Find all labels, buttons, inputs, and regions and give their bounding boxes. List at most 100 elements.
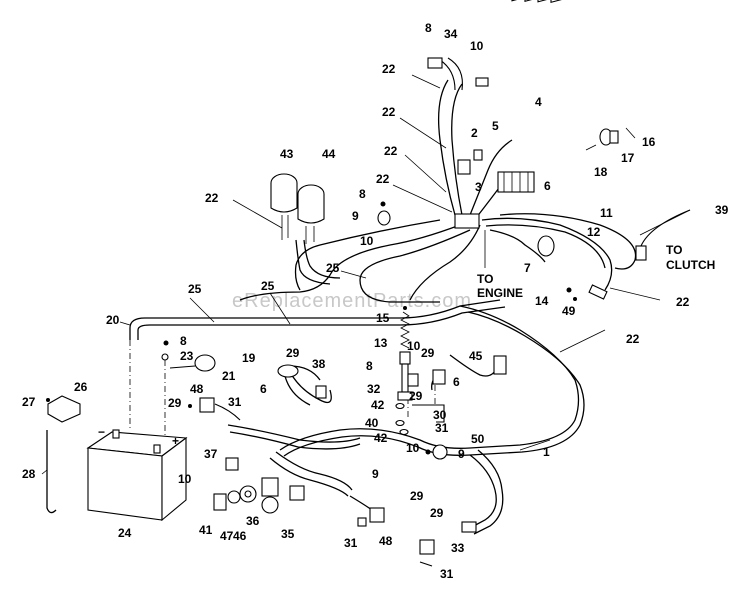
- part-number-p6c: 6: [260, 382, 267, 396]
- connector-3: [457, 159, 471, 175]
- connector-48b: [357, 507, 385, 527]
- part-number-p11: 11: [600, 206, 613, 220]
- part-number-p29d: 29: [409, 389, 423, 403]
- part-number-p22d: 22: [376, 172, 390, 186]
- part-number-p13: 13: [374, 336, 388, 350]
- part-number-p29f: 29: [430, 506, 444, 520]
- connector-48a: [188, 397, 215, 413]
- part-number-p46: 46: [233, 529, 247, 543]
- part-number-p25c: 25: [261, 279, 275, 293]
- part-number-p26: 26: [74, 380, 88, 394]
- part-number-p25b: 25: [188, 282, 202, 296]
- part-number-p8a: 8: [425, 21, 432, 35]
- part-number-p2: 2: [471, 126, 478, 140]
- part-number-p22a: 22: [382, 62, 396, 76]
- part-number-p9b: 9: [458, 447, 465, 461]
- to-engine-label-line1: TO: [477, 272, 493, 286]
- solenoid-21: [161, 340, 216, 372]
- part-number-p4: 4: [535, 95, 542, 109]
- part-number-p50: 50: [471, 432, 485, 446]
- part-number-p9c: 9: [372, 467, 379, 481]
- part-number-p33: 33: [451, 541, 465, 555]
- part-number-p8b: 8: [359, 187, 366, 201]
- gauge-43: [270, 173, 298, 240]
- part-number-p10b: 10: [360, 234, 374, 248]
- part-number-p27: 27: [22, 395, 36, 409]
- part-number-p21: 21: [222, 369, 236, 383]
- fuse-block-6: [497, 171, 535, 193]
- key-switch-cluster: [213, 477, 305, 514]
- part-number-p24: 24: [118, 526, 132, 540]
- connector-33: [419, 521, 477, 567]
- clamp-9b: [425, 444, 448, 460]
- part-number-p22g: 22: [626, 332, 640, 346]
- part-number-p3: 3: [475, 180, 482, 194]
- part-number-p18: 18: [594, 165, 608, 179]
- clamp-9a: [377, 201, 391, 226]
- part-number-p42b: 42: [374, 431, 388, 445]
- part-number-p41: 41: [199, 523, 213, 537]
- part-number-p36: 36: [246, 514, 260, 528]
- to-engine-label-line2: ENGINE: [477, 286, 523, 300]
- part-number-p31b: 31: [435, 421, 449, 435]
- part-number-p35: 35: [281, 527, 295, 541]
- part-number-p29a: 29: [286, 346, 300, 360]
- connector-34: [427, 57, 489, 87]
- part-number-p29c: 29: [168, 396, 182, 410]
- relay-cluster-4: [511, 0, 564, 4]
- part-number-p30: 30: [433, 408, 447, 422]
- part-number-p8c: 8: [180, 334, 187, 348]
- part-number-p20: 20: [106, 313, 120, 327]
- part-number-p44: 44: [322, 147, 336, 161]
- connector-7: [537, 235, 555, 257]
- washers-40-42: [395, 402, 409, 436]
- switch-17: [585, 128, 619, 151]
- watermark: eReplacementParts.com: [232, 290, 472, 312]
- spring-15: [400, 306, 410, 349]
- part-number-p19: 19: [242, 351, 256, 365]
- connector-14-49: [566, 284, 608, 301]
- part-number-p29b: 29: [421, 346, 435, 360]
- clutch-connector: [635, 209, 691, 261]
- part-number-p31a: 31: [228, 395, 242, 409]
- to-clutch-label-line2: CLUTCH: [666, 258, 715, 272]
- part-number-p40: 40: [365, 416, 379, 430]
- part-number-p39: 39: [715, 203, 729, 217]
- part-number-p48b: 48: [379, 534, 393, 548]
- to-clutch-label-line1: TO: [666, 243, 682, 257]
- svg-text:−: −: [98, 425, 105, 439]
- part-number-p32: 32: [367, 382, 381, 396]
- connector-45: [493, 355, 507, 375]
- part-number-p25a: 25: [326, 261, 340, 275]
- part-number-p10a: 10: [470, 39, 484, 53]
- connector-2: [473, 149, 483, 161]
- part-number-p48a: 48: [190, 382, 204, 396]
- switch-37: [225, 457, 239, 471]
- rod-28: [46, 430, 57, 514]
- switch-38: [277, 364, 327, 399]
- svg-text:+: +: [172, 434, 179, 448]
- part-number-p10e: 10: [178, 472, 192, 486]
- part-number-p22e: 22: [205, 191, 219, 205]
- part-number-p14: 14: [535, 294, 549, 308]
- gauge-44: [297, 184, 325, 244]
- part-number-p28: 28: [22, 467, 36, 481]
- part-number-p6b: 6: [453, 375, 460, 389]
- part-number-p45: 45: [469, 349, 483, 363]
- part-number-p31d: 31: [440, 567, 454, 581]
- part-number-p12: 12: [587, 225, 601, 239]
- part-number-p29e: 29: [410, 489, 424, 503]
- leaders: [41, 74, 691, 475]
- part-number-p16: 16: [642, 135, 656, 149]
- main-harness: [129, 57, 637, 535]
- part-number-p43: 43: [280, 147, 294, 161]
- part-number-p22b: 22: [382, 105, 396, 119]
- part-number-p38: 38: [312, 357, 326, 371]
- part-number-p5: 5: [492, 119, 499, 133]
- part-number-p8d: 8: [366, 359, 373, 373]
- part-number-p9a: 9: [352, 209, 359, 223]
- part-number-p42a: 42: [371, 398, 385, 412]
